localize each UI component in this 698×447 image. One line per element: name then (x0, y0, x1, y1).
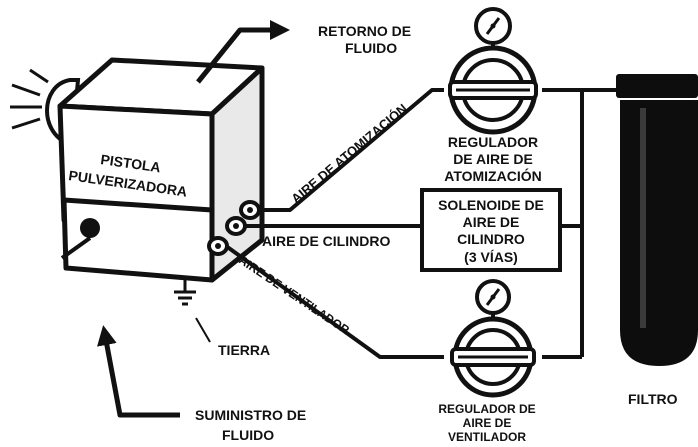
atomizing-gauge-icon (474, 7, 512, 45)
fluid-supply-label-1: SUMINISTRO DE (195, 407, 306, 423)
filter-highlight (640, 108, 646, 328)
fan-regulator: REGULADOR DE AIRE DE VENTILADOR (438, 279, 536, 444)
spray-gun: PISTOLA PULVERIZADORA (10, 57, 265, 283)
atomizing-regulator-label-3: ATOMIZACIÓN (444, 167, 541, 184)
filter-label: FILTRO (628, 391, 678, 407)
fluid-inlet-port (80, 218, 100, 238)
atomizing-air-line (258, 88, 444, 212)
air-port-fan (207, 236, 229, 256)
fan-regulator-dial-icon (450, 316, 536, 398)
atomizing-regulator: REGULADOR DE AIRE DE ATOMIZACIÓN (444, 7, 542, 184)
air-port-cylinder (225, 216, 247, 236)
air-lines (224, 88, 620, 359)
cylinder-air-line-label: AIRE DE CILINDRO (262, 233, 390, 249)
atomizing-regulator-dial-icon (448, 45, 538, 135)
fluid-return-label-2: FLUIDO (345, 40, 397, 56)
ground-leader (195, 317, 211, 343)
air-filter: FILTRO (616, 74, 698, 407)
solenoid-label-4: (3 VÍAS) (464, 249, 518, 265)
fan-air-line-label: AIRE DE VENTILADOR (236, 253, 352, 337)
fluid-return-label-1: RETORNO DE (318, 23, 411, 39)
ground-label: TIERRA (218, 342, 270, 358)
fan-air-line (224, 244, 444, 359)
spray-glow-icon (10, 68, 49, 130)
solenoid-label-1: SOLENOIDE DE (438, 197, 544, 213)
fan-regulator-label-3: VENTILADOR (448, 430, 526, 444)
solenoid-box (420, 188, 562, 272)
cylinder-solenoid: SOLENOIDE DE AIRE DE CILINDRO (3 VÍAS) (420, 188, 562, 272)
gun-manifold-block (61, 197, 215, 283)
fan-regulator-label-1: REGULADOR DE (438, 402, 535, 416)
solenoid-label-3: CILINDRO (457, 231, 525, 247)
fluid-supply-hose (60, 236, 92, 260)
filter-cap (616, 74, 698, 98)
filter-bowl (620, 100, 698, 366)
ground-icon (174, 277, 196, 306)
solenoid-label-2: AIRE DE (463, 214, 520, 230)
fluid-supply: SUMINISTRO DE FLUIDO (60, 236, 306, 443)
atomizing-air-line-label: AIRE DE ATOMIZACIÓN (288, 101, 410, 207)
fan-gauge-icon (475, 279, 511, 315)
air-port-atomizing (239, 200, 261, 220)
atomizing-regulator-label-2: DE AIRE DE (453, 151, 533, 167)
fan-regulator-label-2: AIRE DE (463, 416, 512, 430)
atomizing-regulator-label-1: REGULADOR (448, 134, 538, 150)
ground: TIERRA (174, 277, 270, 358)
fluid-return: RETORNO DE FLUIDO (196, 20, 411, 84)
fluid-supply-arrow (97, 325, 180, 418)
fluid-supply-label-2: FLUIDO (222, 427, 274, 443)
fluid-return-arrow (196, 20, 290, 84)
